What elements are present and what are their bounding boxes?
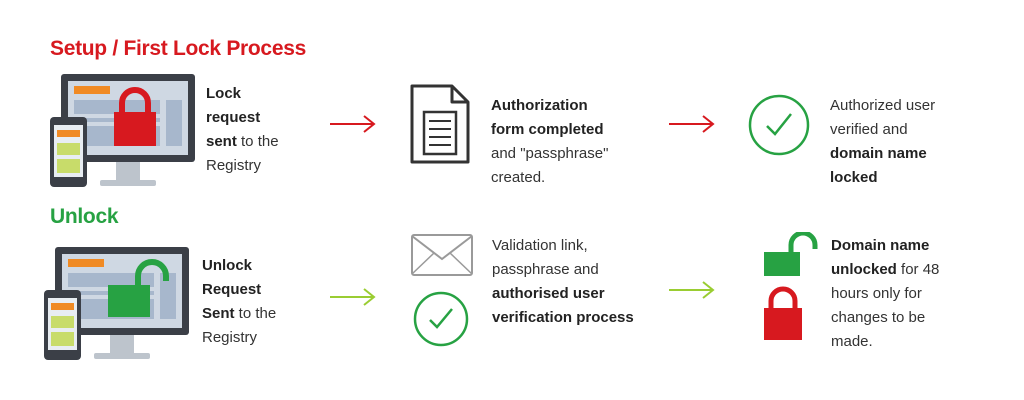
unlock-step1-text: Unlock Request Sent to the Registry: [202, 257, 277, 346]
padlock-open-icon: [764, 232, 818, 276]
document-icon: [410, 84, 470, 164]
devices-unlock-icon: [44, 247, 189, 360]
check-circle-icon: [748, 94, 810, 156]
envelope-icon: [411, 234, 473, 276]
arrow-right-icon: [330, 288, 376, 306]
lock-step1-text: Lock request sent to the Registry: [206, 85, 279, 174]
unlock-section-title: Unlock: [50, 205, 119, 228]
arrow-right-icon: [330, 115, 376, 133]
devices-lock-icon: [50, 74, 195, 187]
lock-step3-text: Authorized user verified and domain name…: [830, 97, 936, 186]
arrow-right-icon: [669, 115, 715, 133]
arrow-right-icon: [669, 281, 715, 299]
unlock-step2-text: Validation link, passphrase and authoris…: [492, 237, 634, 326]
lock-section-title: Setup / First Lock Process: [50, 37, 306, 60]
padlock-closed-icon: [764, 286, 802, 340]
unlock-step3-text: Domain name unlocked for 48 hours only f…: [831, 237, 940, 350]
check-circle-icon: [413, 291, 469, 347]
lock-step2-text: Authorization form completed and "passph…: [491, 97, 609, 186]
